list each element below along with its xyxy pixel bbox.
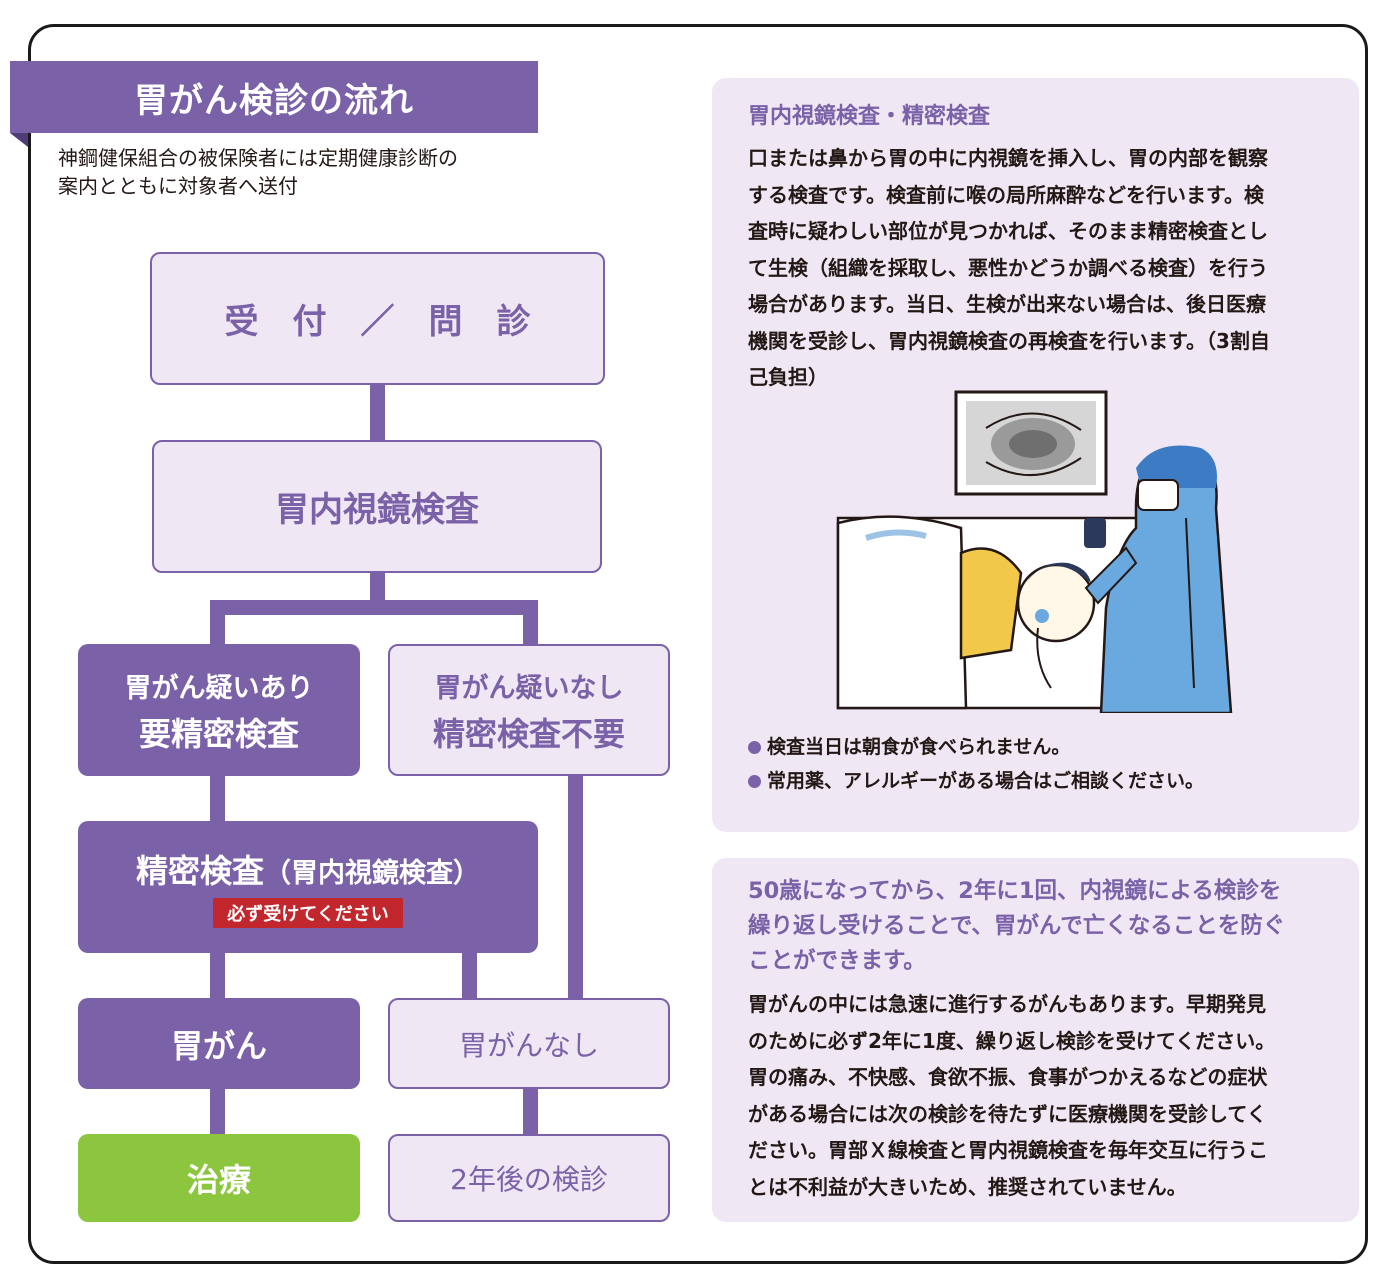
no-cancer-box: 胃がんなし	[388, 998, 670, 1089]
bullet-text: 検査当日は朝食が食べられません。	[767, 736, 1071, 758]
connector-line	[210, 775, 225, 823]
no-cancer-label: 胃がんなし	[458, 1028, 599, 1062]
page-title: 胃がん検診の流れ	[10, 61, 538, 133]
connector-line	[568, 775, 583, 998]
panel1-body-line: する検査です。検査前に喉の局所麻酔などを行います。検	[748, 182, 1264, 207]
panel1-body: 口または鼻から胃の中に内視鏡を挿入し、胃の内部を観察 する検査です。検査前に喉の…	[748, 140, 1338, 396]
treatment-label: 治療	[186, 1161, 251, 1199]
reception-label: 受 付 ／ 問 診	[224, 302, 531, 342]
endoscopy-label: 胃内視鏡検査	[275, 490, 479, 530]
bullet-dot-icon	[748, 775, 761, 788]
treatment-box: 治療	[78, 1134, 360, 1222]
panel1-bullets: 検査当日は朝食が食べられません。 常用薬、アレルギーがある場合はご相談ください。	[748, 730, 1204, 798]
panel2-body-line: のために必ず2年に1度、繰り返し検診を受けてください。	[748, 1028, 1276, 1053]
suspect-no-box: 胃がん疑いなし 精密検査不要	[388, 644, 670, 776]
page-title-text: 胃がん検診の流れ	[134, 80, 414, 121]
panel1-body-line: 機関を受診し、胃内視鏡検査の再検査を行います。（3割自	[748, 328, 1270, 353]
panel1-body-line: 査時に疑わしい部位が見つかれば、そのまま精密検査とし	[748, 219, 1268, 243]
detailed-exam-box: 精密検査（胃内視鏡検査） 必ず受けてください	[78, 821, 538, 953]
panel1-body-line: 場合があります。当日、生検が出来ない場合は、後日医療	[748, 292, 1266, 316]
next-exam-label: 2年後の検診	[450, 1163, 608, 1196]
suspect-no-line2: 精密検査不要	[432, 714, 625, 753]
suspect-yes-box: 胃がん疑いあり 要精密検査	[78, 644, 360, 776]
cancer-box: 胃がん	[78, 998, 360, 1089]
panel1-body-line: 己負担）	[748, 365, 828, 389]
panel2-body-line: 胃がんの中には急速に進行するがんもあります。早期発見	[748, 992, 1266, 1016]
detailed-exam-sub: （胃内視鏡検査）	[264, 858, 480, 889]
detailed-exam-main: 精密検査	[135, 852, 264, 890]
endoscopy-illustration	[836, 390, 1233, 713]
panel2-headline-line: ことができます。	[748, 948, 926, 974]
panel2-headline: 50歳になってから、2年に1回、内視鏡による検診を 繰り返し受けることで、胃がん…	[748, 874, 1285, 979]
connector-line	[370, 572, 385, 602]
panel2-body-line: とは不利益が大きいため、推奨されていません。	[748, 1174, 1187, 1199]
panel2-headline-line: 50歳になってから、2年に1回、内視鏡による検診を	[748, 878, 1282, 904]
panel2-body-line: がある場合には次の検診を待たずに医療機関を受診してく	[748, 1101, 1267, 1126]
reception-box: 受 付 ／ 問 診	[150, 252, 605, 385]
detailed-exam-title: 精密検査（胃内視鏡検査）	[136, 846, 480, 892]
connector-line	[210, 950, 225, 1000]
panel2-body-line: ださい。胃部Ｘ線検査と胃内視鏡検査を毎年交互に行うこ	[748, 1138, 1268, 1162]
panel1-body-line: て生検（組織を採取し、悪性かどうか調べる検査）を行う	[748, 255, 1268, 280]
bullet-text: 常用薬、アレルギーがある場合はご相談ください。	[767, 770, 1205, 792]
suspect-yes-line1: 胃がん疑いあり	[124, 672, 314, 704]
subtitle-line: 神鋼健保組合の被保険者には定期健康診断の	[58, 146, 458, 170]
bullet-dot-icon	[748, 741, 761, 754]
connector-line	[210, 1088, 225, 1136]
endoscopy-info-panel: 胃内視鏡検査・精密検査 口または鼻から胃の中に内視鏡を挿入し、胃の内部を観察 す…	[712, 78, 1359, 832]
suspect-no-line1: 胃がん疑いなし	[434, 672, 624, 704]
bullet-item: 常用薬、アレルギーがある場合はご相談ください。	[748, 764, 1204, 798]
panel2-headline-line: 繰り返し受けることで、胃がんで亡くなることを防ぐ	[748, 913, 1286, 939]
subtitle-line: 案内とともに対象者へ送付	[58, 174, 298, 198]
recommendation-panel: 50歳になってから、2年に1回、内視鏡による検診を 繰り返し受けることで、胃がん…	[712, 858, 1359, 1222]
panel1-body-line: 口または鼻から胃の中に内視鏡を挿入し、胃の内部を観察	[748, 146, 1268, 170]
connector-line	[210, 600, 538, 615]
connector-line	[523, 1088, 538, 1136]
must-receive-badge: 必ず受けてください	[213, 898, 403, 928]
next-exam-box: 2年後の検診	[388, 1134, 670, 1222]
panel2-body-line: 胃の痛み、不快感、食欲不振、食事がつかえるなどの症状	[748, 1065, 1268, 1089]
subtitle: 神鋼健保組合の被保険者には定期健康診断の 案内とともに対象者へ送付	[58, 144, 558, 200]
panel1-title: 胃内視鏡検査・精密検査	[748, 104, 991, 129]
connector-line	[210, 600, 225, 646]
title-ribbon-notch	[10, 133, 28, 147]
suspect-yes-line2: 要精密検査	[138, 714, 299, 753]
panel2-body: 胃がんの中には急速に進行するがんもあります。早期発見 のために必ず2年に1度、繰…	[748, 986, 1338, 1205]
bullet-item: 検査当日は朝食が食べられません。	[748, 730, 1204, 764]
cancer-label: 胃がん	[170, 1026, 267, 1065]
connector-line	[462, 950, 477, 1000]
connector-line	[370, 384, 385, 442]
connector-line	[523, 600, 538, 646]
endoscopy-box: 胃内視鏡検査	[152, 440, 602, 573]
